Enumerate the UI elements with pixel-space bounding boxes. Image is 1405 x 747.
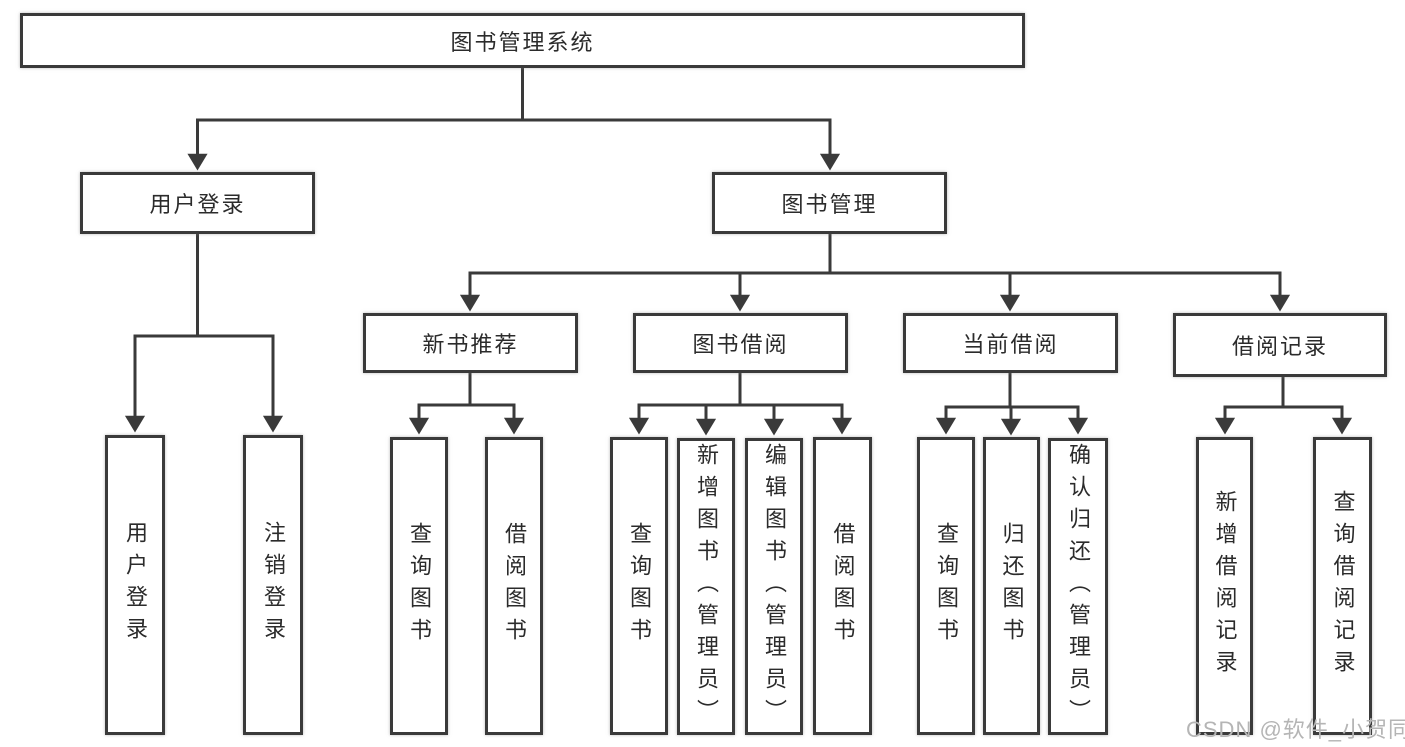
- node-borrowing-records: 借阅记录: [1173, 313, 1387, 377]
- leaf-borrowing-edit-books-admin: 编辑图书（管理员）: [745, 438, 803, 735]
- leaf-current-query-books: 查询图书: [917, 437, 975, 735]
- node-book-management-branch: 图书管理: [712, 172, 947, 234]
- leaf-current-confirm-return-admin: 确认归还（管理员）: [1048, 438, 1108, 735]
- leaf-user-login: 用户登录: [105, 435, 165, 735]
- leaf-borrowing-borrow-books: 借阅图书: [813, 437, 872, 735]
- node-user-login-branch: 用户登录: [80, 172, 315, 234]
- leaf-records-add-borrow-record: 新增借阅记录: [1196, 437, 1253, 735]
- leaf-logout: 注销登录: [243, 435, 303, 735]
- csdn-watermark: CSDN @软件_小贺同学: [1186, 717, 1405, 742]
- leaf-borrowing-add-books-admin: 新增图书（管理员）: [677, 438, 735, 735]
- node-book-borrowing: 图书借阅: [633, 313, 848, 373]
- node-current-borrowing: 当前借阅: [903, 313, 1118, 373]
- node-library-management-system: 图书管理系统: [20, 13, 1025, 68]
- leaf-records-query-borrow-record: 查询借阅记录: [1313, 437, 1372, 735]
- leaf-current-return-books: 归还图书: [983, 437, 1040, 735]
- leaf-recommend-query-books: 查询图书: [390, 437, 448, 735]
- leaf-recommend-borrow-books: 借阅图书: [485, 437, 543, 735]
- leaf-borrowing-query-books: 查询图书: [610, 437, 668, 735]
- node-new-book-recommend: 新书推荐: [363, 313, 578, 373]
